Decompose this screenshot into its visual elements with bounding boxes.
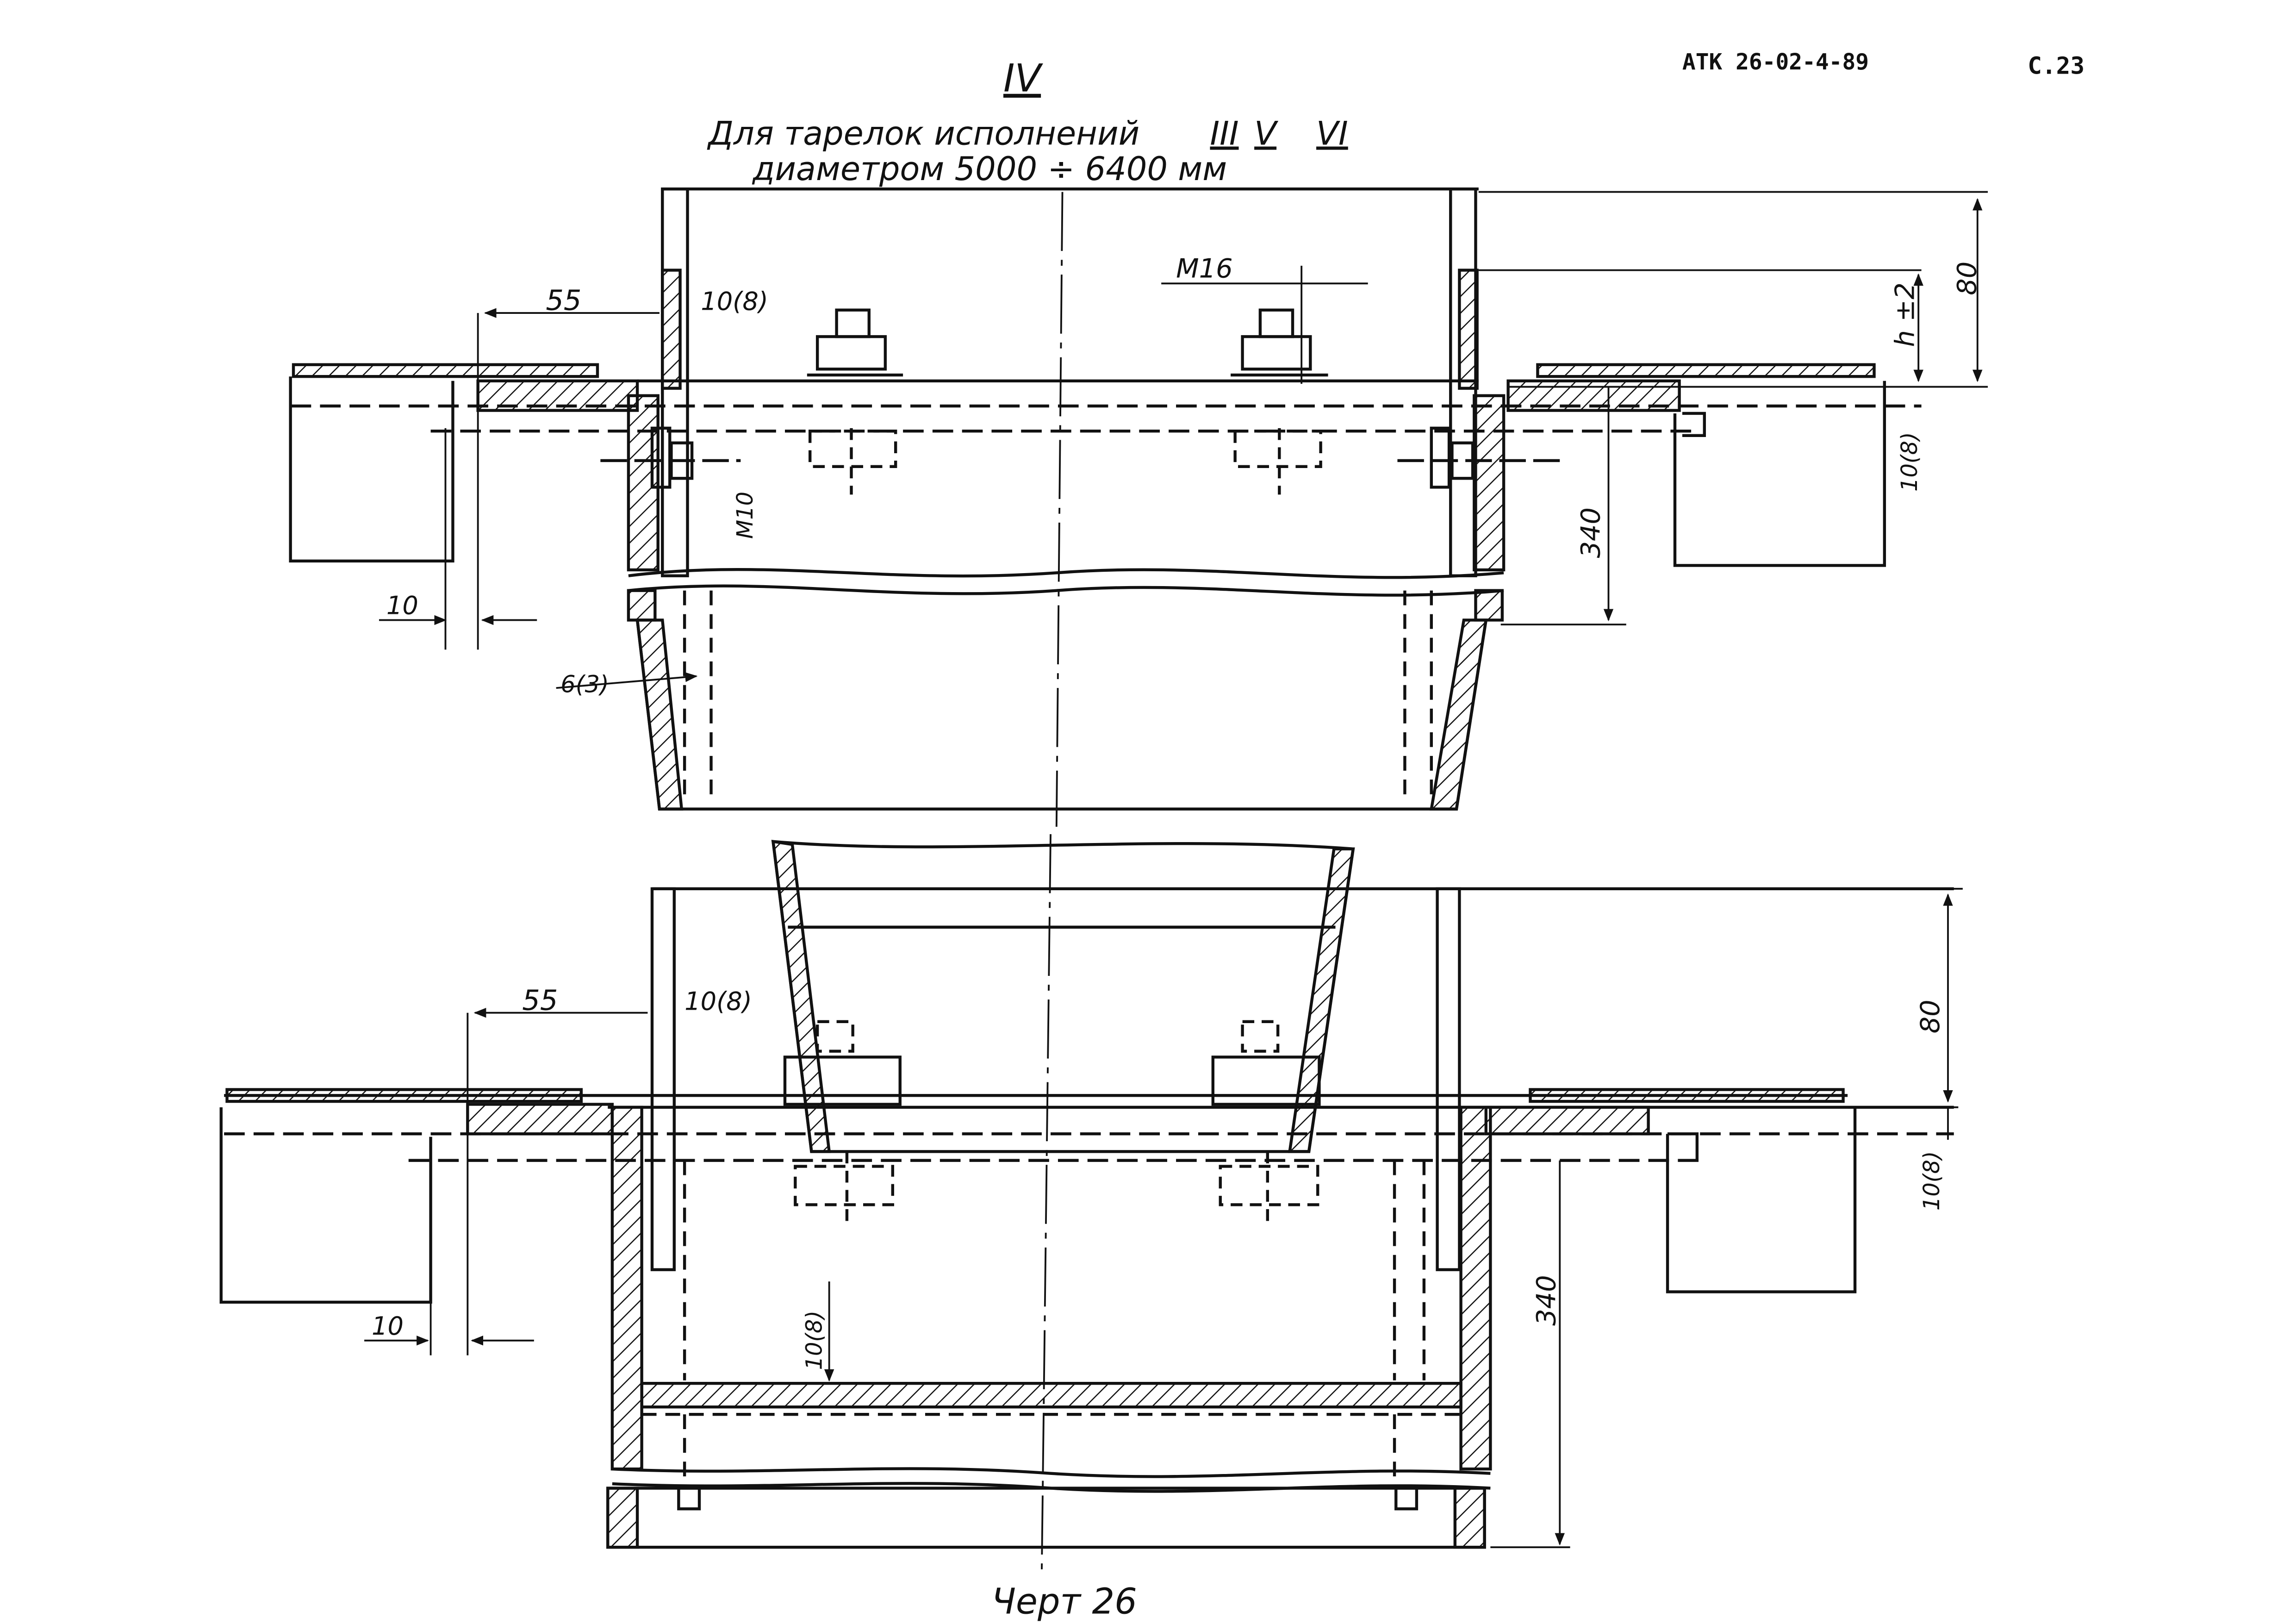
- upper-dim-80: 80: [1952, 262, 1983, 295]
- lower-dim-340: 340: [1531, 1275, 1562, 1326]
- lower-dim-10: 10: [372, 1312, 404, 1341]
- lower-right-wall: [1436, 887, 1461, 1271]
- upper-left-tray-plate: [292, 363, 599, 378]
- lower-left-tray-plate: [225, 1088, 583, 1103]
- upper-dim-h-tolerance: h ±2: [1890, 282, 1921, 347]
- view-subtitle-line1: Для тарелок исполнений: [707, 115, 1139, 153]
- upper-dim-55: 55: [546, 285, 581, 317]
- upper-right-tray-plate: [1536, 363, 1876, 378]
- upper-centre-axis: [1055, 192, 1064, 827]
- upper-dim-10-8-top: 10(8): [701, 287, 768, 316]
- view-roman-vi: VI: [1316, 115, 1348, 153]
- upper-dim-340: 340: [1575, 507, 1606, 558]
- view-roman-iii: III: [1210, 115, 1238, 153]
- lower-dim-10-8-right: 10(8): [1919, 1151, 1945, 1211]
- lower-assembly: [219, 834, 1963, 1573]
- document-code: АТК 26-02-4-89: [1682, 50, 1869, 75]
- upper-dim-10: 10: [386, 591, 418, 620]
- lower-dim-80: 80: [1915, 999, 1946, 1033]
- lower-dim-10-8-top: 10(8): [684, 987, 752, 1016]
- upper-dim-m16: M16: [1176, 253, 1233, 284]
- upper-bolt-left: [835, 308, 871, 338]
- lower-dim-55: 55: [522, 984, 558, 1017]
- lower-bottom-plate: [640, 1381, 1462, 1409]
- upper-dim-6-3: 6(3): [560, 671, 609, 699]
- lower-ring: [606, 1487, 1486, 1549]
- lower-bolt-left: [783, 1056, 902, 1106]
- lower-bolt-right: [1211, 1056, 1321, 1106]
- figure-caption: Черт 26: [991, 1581, 1137, 1623]
- page-number: С.23: [2028, 52, 2084, 80]
- upper-assembly: [289, 187, 1988, 827]
- upper-bolt-right: [1258, 308, 1294, 338]
- lower-inserted-cone: [771, 840, 1355, 1153]
- lower-centre-axis: [1040, 834, 1052, 1573]
- lower-left-wall: [650, 887, 676, 1271]
- upper-dim-10-8-right: 10(8): [1897, 432, 1923, 492]
- lower-dim-10-8-inner: 10(8): [802, 1311, 828, 1370]
- view-numeral: IV: [1003, 56, 1043, 101]
- upper-dim-m10: M10: [733, 492, 758, 539]
- lower-right-tray-plate: [1529, 1088, 1845, 1103]
- view-roman-v: V: [1254, 115, 1279, 153]
- view-subtitle-line2: диаметром 5000 ÷ 6400 мм: [752, 150, 1227, 188]
